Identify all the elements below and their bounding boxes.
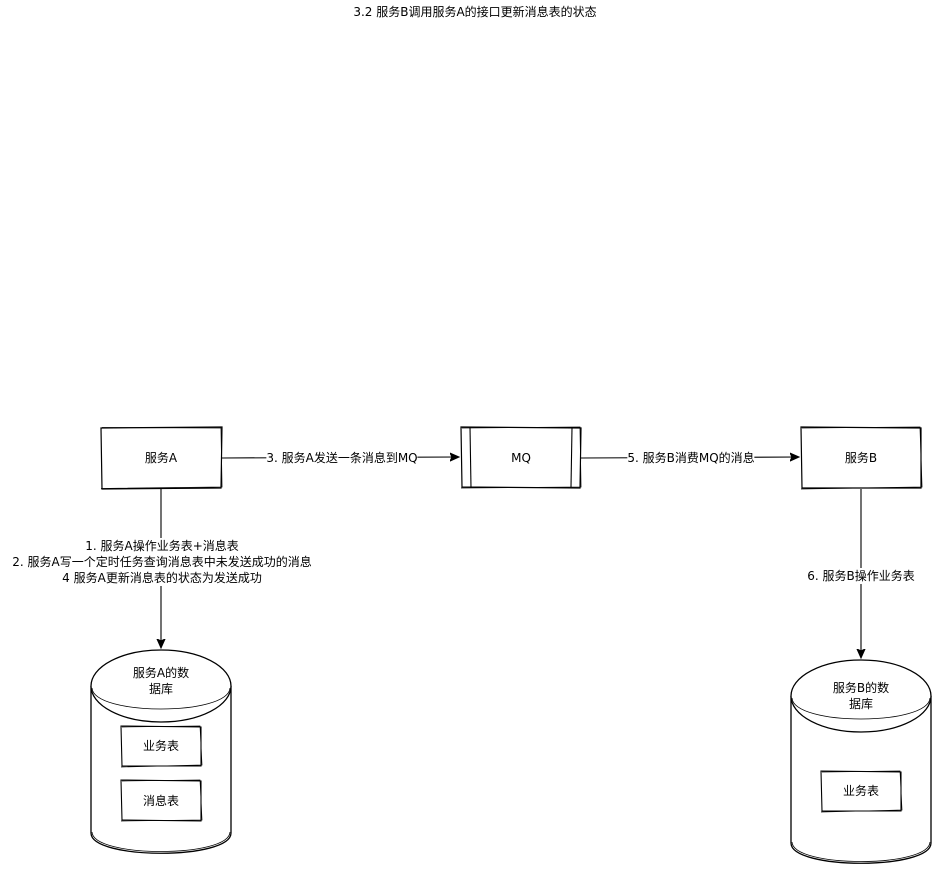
edge-a-to-db-label-line2: 2. 服务A写一个定时任务查询消息表中未发送成功的消息 <box>12 555 312 569</box>
mq-label: MQ <box>511 451 531 465</box>
diagram-title: 3.2 服务B调用服务A的接口更新消息表的状态 <box>353 5 597 19</box>
service-b-label: 服务B <box>844 451 878 465</box>
db-a-message-table <box>120 779 203 822</box>
db-a-message-table-label: 消息表 <box>142 794 180 808</box>
edge-b-to-db-label: 6. 服务B操作业务表 <box>807 568 915 584</box>
database-a-label-line1: 服务A的数 <box>132 666 190 680</box>
db-b-business-table <box>820 770 903 813</box>
database-b-label: 服务B的数 据库 <box>833 680 889 712</box>
edge-mq-to-b-label: 5. 服务B消费MQ的消息 <box>627 450 755 466</box>
database-a-label-line2: 据库 <box>148 682 173 696</box>
edge-a-to-mq-label: 3. 服务A发送一条消息到MQ <box>266 450 418 466</box>
service-a-box <box>100 426 223 490</box>
mq-box <box>460 426 582 489</box>
edge-a-to-db-label-line3: 4 服务A更新消息表的状态为发送成功 <box>62 571 262 585</box>
database-b-label-line2: 据库 <box>848 697 874 711</box>
edge-a-to-db-label-line1: 1. 服务A操作业务表+消息表 <box>85 539 239 553</box>
db-a-business-table <box>120 725 203 768</box>
database-b-label-line1: 服务B的数 <box>832 681 890 695</box>
db-b-business-table-label: 业务表 <box>842 784 880 798</box>
edge-a-to-db-label: 1. 服务A操作业务表+消息表 2. 服务A写一个定时任务查询消息表中未发送成功… <box>12 538 312 586</box>
service-a-label: 服务A <box>144 451 178 465</box>
db-a-business-table-label: 业务表 <box>142 739 180 753</box>
service-b-box <box>800 426 923 490</box>
database-a-label: 服务A的数 据库 <box>133 665 189 697</box>
